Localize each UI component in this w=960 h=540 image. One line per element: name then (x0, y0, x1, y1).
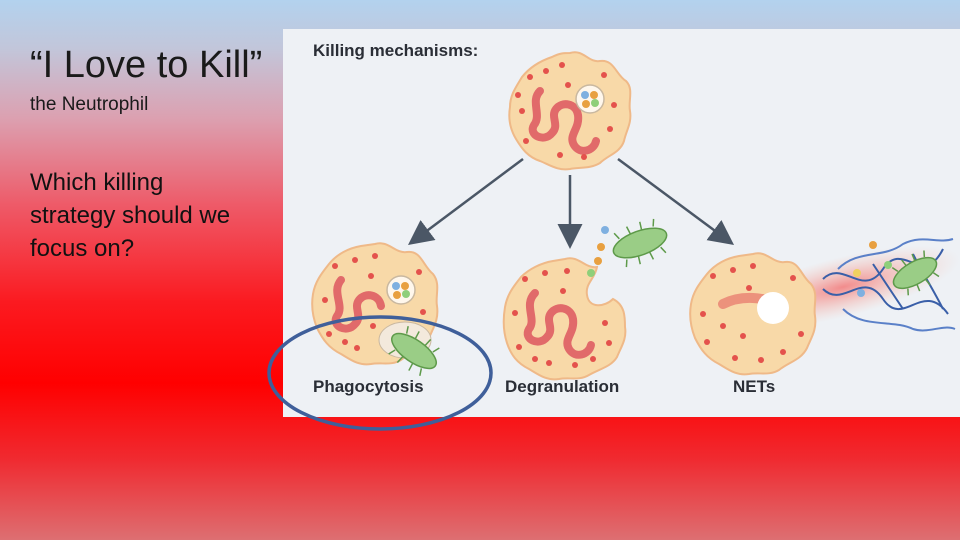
slide-subtitle: the Neutrophil (30, 94, 149, 115)
slide-title: “I Love to Kill” (30, 44, 263, 86)
neutrophil-top (508, 51, 632, 171)
diagram-heading: Killing mechanisms: (313, 41, 478, 60)
bacterium-free (612, 218, 668, 268)
arrow-to-nets (617, 157, 735, 245)
cell-membrane (689, 252, 817, 376)
label-degranulation: Degranulation (505, 377, 619, 396)
released-granules (587, 226, 609, 277)
label-phagocytosis: Phagocytosis (313, 377, 424, 396)
neutrophil-degranulation (502, 257, 627, 381)
diagram-canvas: Killing mechanisms: (311, 41, 960, 396)
nucleus (528, 87, 600, 155)
dna-net-strands (822, 238, 956, 332)
bacterium-trapped (891, 250, 940, 296)
neutrophil-nets (689, 252, 817, 376)
label-nets: NETs (733, 377, 775, 396)
slide-question: Which killing strategy should we focus o… (30, 169, 231, 262)
nucleus (523, 289, 595, 359)
net-granules (853, 241, 892, 297)
cell-membrane (508, 51, 632, 171)
cell-membrane (502, 257, 627, 381)
killing-mechanisms-figure: Killing mechanisms: (283, 29, 960, 417)
arrow-to-phagocytosis (407, 157, 524, 245)
